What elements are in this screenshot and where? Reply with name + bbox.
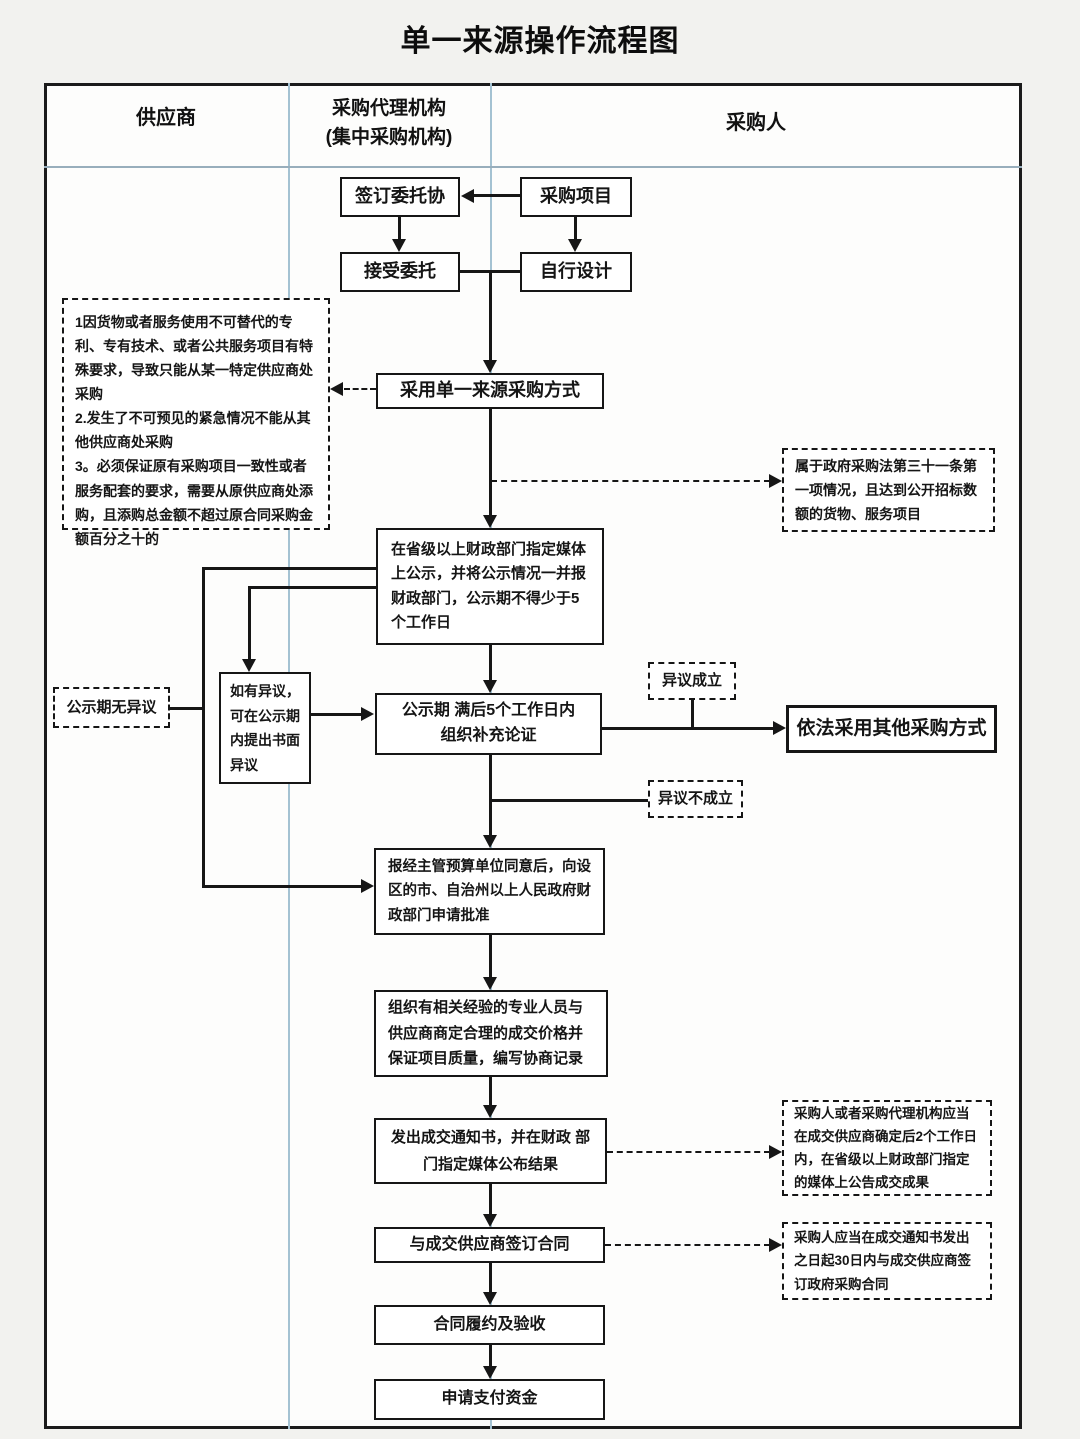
arrowhead-to-law31 <box>769 474 782 488</box>
node-organize-negotiation: 组织有相关经验的专业人员与供应商商定合理的成交价格并保证项目质量，编写协商记录 <box>374 990 608 1077</box>
connector-project-to-sign <box>474 194 520 197</box>
arrowhead-fulfillment-to-payment <box>483 1366 497 1379</box>
arrowhead-contract-to-30days <box>769 1238 782 1252</box>
connector-objectionvalid-stub <box>691 700 694 729</box>
connector-bridge-to-adopt <box>489 272 492 362</box>
arrowhead-review-to-othermethod <box>773 721 786 735</box>
annotation-announce-result: 采购人或者采购代理机构应当在成交供应商确定后2个工作日内，在省级以上财政部门指定… <box>782 1100 992 1196</box>
arrowhead-notice-to-announce <box>769 1145 782 1159</box>
connector-notice-to-contract <box>489 1184 492 1216</box>
lane-header-agency-line2: (集中采购机构) <box>325 126 453 148</box>
arrowhead-publicity-to-objection <box>242 659 256 672</box>
connector-project-to-design <box>574 217 577 242</box>
connector-sign-to-accept <box>398 217 401 242</box>
connector-contract-to-fulfillment <box>489 1263 492 1294</box>
node-other-method: 依法采用其他采购方式 <box>786 705 997 753</box>
connector-organize-to-notice <box>489 1077 492 1107</box>
annotation-reasons: 1因货物或者服务使用不可替代的专利、专有技术、或者公共服务项目有特殊要求，导致只… <box>62 298 330 547</box>
arrowhead-review-to-approval <box>483 835 497 848</box>
arrowhead-notice-to-contract <box>483 1214 497 1227</box>
annotation-sign-within-30days: 采购人应当在成交通知书发出之日起30日内与成交供应商签订政府采购合同 <box>782 1222 992 1300</box>
annotation-no-objection: 公示期无异议 <box>53 687 170 728</box>
node-sign-agreement: 签订委托协 <box>340 177 460 217</box>
arrowhead-adopt-to-reasons <box>330 382 343 396</box>
connector-publicity-to-objection-v <box>248 586 251 660</box>
page-title: 单一来源操作流程图 <box>400 25 680 58</box>
connector-left-loop-to-approval <box>202 885 362 888</box>
node-publicity: 在省级以上财政部门指定媒体上公示，并将公示情况一并报财政部门，公示期不得少于5个… <box>376 528 604 645</box>
node-contract-fulfillment: 合同履约及验收 <box>374 1305 605 1345</box>
node-objection-window: 如有异议，可在公示期内提出书面异议 <box>219 672 311 784</box>
node-supplementary-review-line1: 公示期 满后5个工作日内 <box>401 702 576 720</box>
annotation-law-article31: 属于政府采购法第三十一条第一项情况，且达到公开招标数额的货物、服务项目 <box>782 448 995 532</box>
connector-adopt-to-publicity <box>489 409 492 517</box>
arrowhead-adopt-to-publicity <box>483 515 497 528</box>
arrowhead-project-to-sign <box>461 189 474 203</box>
connector-objection-to-review <box>310 713 362 716</box>
node-supplementary-review: 公示期 满后5个工作日内 组织补充论证 <box>375 693 602 755</box>
connector-left-loop-down <box>202 567 205 885</box>
node-supplementary-review-line2: 组织补充论证 <box>440 727 537 744</box>
arrowhead-bridge-to-adopt <box>483 360 497 373</box>
node-procurement-project: 采购项目 <box>520 177 632 217</box>
connector-review-to-othermethod <box>602 727 774 730</box>
connector-publicity-to-objection-h <box>248 586 376 589</box>
node-apply-approval: 报经主管预算单位同意后，向设区的市、自治州以上人民政府财政部门申请批准 <box>374 848 605 935</box>
connector-notice-to-announce <box>607 1151 770 1153</box>
lane-header-purchaser: 采购人 <box>726 112 786 134</box>
arrowhead-objection-to-review <box>361 707 374 721</box>
connector-accept-design-bridge <box>460 270 520 273</box>
header-separator <box>44 166 1022 168</box>
connector-noobjection-join <box>170 707 204 710</box>
connector-objectioninvalid-branch <box>491 799 648 802</box>
connector-publicity-left-out <box>202 567 376 570</box>
node-accept-entrust: 接受委托 <box>340 252 460 292</box>
node-apply-payment: 申请支付资金 <box>374 1379 605 1420</box>
lane-header-supplier: 供应商 <box>136 107 196 129</box>
connector-contract-to-30days <box>605 1244 770 1246</box>
arrowhead-sign-to-accept <box>392 239 406 252</box>
annotation-reason-1: 1因货物或者服务使用不可替代的专利、专有技术、或者公共服务项目有特殊要求，导致只… <box>75 314 313 403</box>
annotation-reason-3: 3。必须保证原有采购项目一致性或者服务配套的要求，需要从原供应商处添购，且添购总… <box>75 458 313 547</box>
connector-adopt-to-reasons <box>344 388 376 390</box>
arrowhead-approval-to-organize <box>483 977 497 990</box>
annotation-reason-2: 2.发生了不可预见的紧急情况不能从其他供应商处采购 <box>75 410 311 451</box>
arrowhead-contract-to-fulfillment <box>483 1292 497 1305</box>
connector-fulfillment-to-payment <box>489 1345 492 1368</box>
connector-review-to-approval <box>489 755 492 837</box>
node-sign-contract: 与成交供应商签订合同 <box>374 1227 605 1263</box>
lane-header-agency: 采购代理机构 (集中采购机构) <box>288 95 490 152</box>
node-adopt-single-source: 采用单一来源采购方式 <box>376 373 604 409</box>
arrowhead-publicity-to-review <box>483 680 497 693</box>
arrowhead-project-to-design <box>568 239 582 252</box>
node-self-design: 自行设计 <box>520 252 632 292</box>
lane-header-agency-line1: 采购代理机构 <box>331 98 446 119</box>
annotation-objection-invalid: 异议不成立 <box>648 780 743 818</box>
arrowhead-organize-to-notice <box>483 1105 497 1118</box>
annotation-objection-valid: 异议成立 <box>648 662 736 700</box>
connector-publicity-to-review <box>489 645 492 682</box>
node-deal-notice: 发出成交通知书，并在财政 部门指定媒体公布结果 <box>374 1118 607 1184</box>
connector-to-law31 <box>491 480 770 482</box>
arrowhead-left-loop-to-approval <box>361 879 374 893</box>
connector-approval-to-organize <box>489 935 492 979</box>
